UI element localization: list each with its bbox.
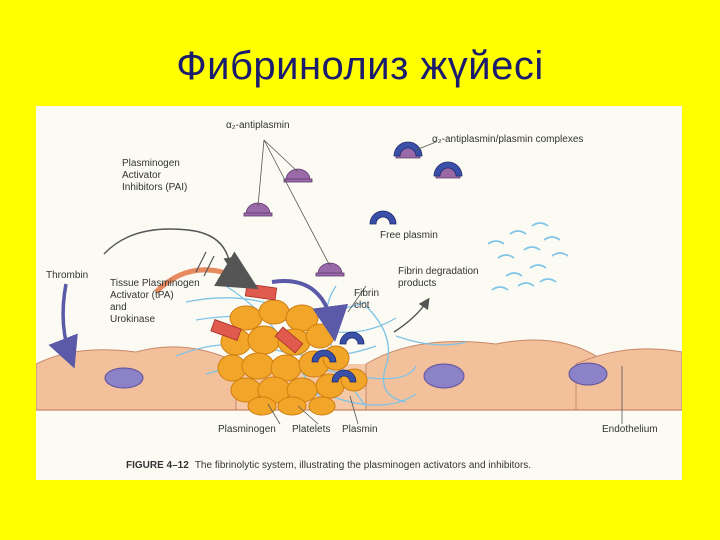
label-free-plasmin: Free plasmin (380, 230, 438, 241)
caption-text: The fibrinolytic system, illustrating th… (194, 460, 532, 471)
plasminogen-activation-arrow (271, 279, 349, 342)
nucleus (423, 363, 465, 389)
figure-illustration (36, 139, 682, 425)
endothelial-cell (365, 339, 597, 411)
label-alpha2-antiplasmin: α₂-antiplasmin (226, 120, 290, 131)
label-plasminogen: Plasminogen (218, 424, 276, 435)
label-fibrin-clot: Fibrin clot (354, 288, 380, 311)
label-platelets: Platelets (292, 424, 331, 435)
tpa-molecules (210, 283, 304, 354)
degradation-fragments (487, 222, 569, 291)
label-endothelium: Endothelium (602, 424, 658, 435)
antiplasmin-molecules (243, 168, 345, 277)
caption-number: FIGURE 4–12 (126, 460, 189, 471)
leader-lines (257, 139, 437, 425)
nucleus (568, 362, 608, 386)
label-pai: Plasminogen Activator Inhibitors (PAI) (122, 158, 188, 193)
label-tpa: Tissue Plasminogen Activator (tPA) and U… (110, 278, 200, 325)
label-complexes: α₂-antiplasmin/plasmin complexes (432, 134, 584, 145)
fibrinolysis-figure: α₂-antiplasmin α₂-antiplasmin/plasmin co… (36, 106, 682, 480)
free-plasmin-molecule (369, 210, 397, 225)
tpa-arrow (154, 251, 259, 294)
label-plasmin: Plasmin (342, 424, 378, 435)
thrombin-arrow (48, 283, 78, 369)
label-thrombin: Thrombin (46, 270, 89, 281)
label-fibrin-degradation: Fibrin degradation products (398, 266, 479, 289)
slide-title: Фибринолиз жүйесі (176, 44, 544, 88)
degradation-arrow (393, 297, 430, 333)
endothelial-cell (575, 348, 682, 411)
nucleus (104, 367, 144, 389)
pai-arrow (103, 228, 235, 269)
antiplasmin-plasmin-complexes (393, 141, 463, 179)
figure-caption: FIGURE 4–12 The fibrinolytic system, illu… (126, 460, 531, 471)
